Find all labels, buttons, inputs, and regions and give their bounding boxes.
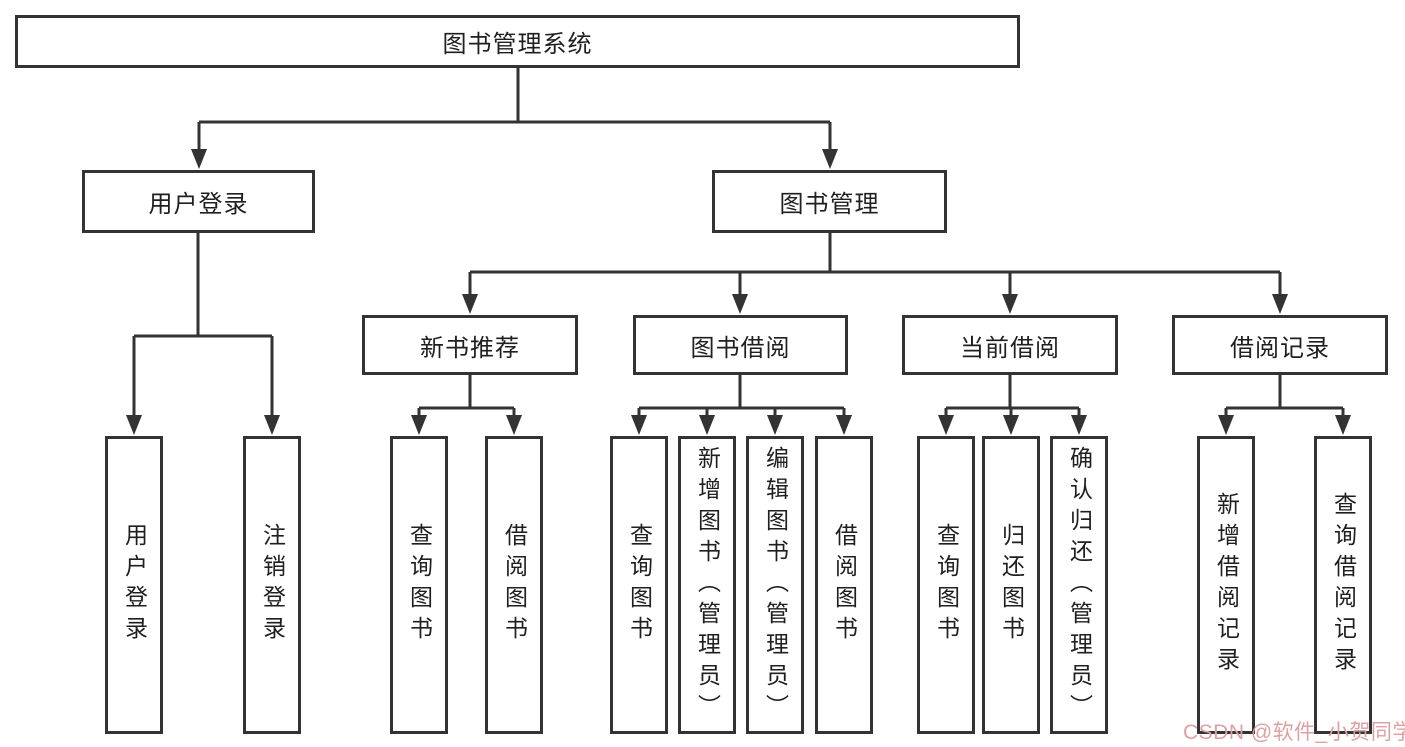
leaf-user-login-label: 用户登录 <box>121 523 148 647</box>
leaf-query-borrow-record: 查询借阅记录 <box>1314 436 1372 734</box>
leaf-user-login: 用户登录 <box>105 436 163 734</box>
node-borrowing-records: 借阅记录 <box>1172 315 1388 375</box>
leaf-edit-books-admin: 编辑图书（管理员） <box>746 436 804 734</box>
leaf-edit-books-admin-label: 编辑图书（管理员） <box>762 445 789 725</box>
leaf-query-books-3-label: 查询图书 <box>933 523 960 647</box>
leaf-borrow-books-1: 借阅图书 <box>485 436 543 734</box>
leaf-query-books-3: 查询图书 <box>917 436 975 734</box>
leaf-return-books: 归还图书 <box>982 436 1040 734</box>
node-book-management: 图书管理 <box>712 170 947 233</box>
leaf-query-books-1: 查询图书 <box>390 436 448 734</box>
node-book-borrowing: 图书借阅 <box>633 315 848 375</box>
leaf-query-books-2-label: 查询图书 <box>626 523 653 647</box>
leaf-logout-label: 注销登录 <box>259 523 286 647</box>
leaf-query-books-1-label: 查询图书 <box>406 523 433 647</box>
node-user-login: 用户登录 <box>82 170 315 233</box>
node-current-borrowing: 当前借阅 <box>902 315 1118 375</box>
leaf-add-books-admin: 新增图书（管理员） <box>678 436 736 734</box>
leaf-confirm-return-admin: 确认归还（管理员） <box>1050 436 1108 734</box>
leaf-query-books-2: 查询图书 <box>610 436 668 734</box>
node-new-book-recommend: 新书推荐 <box>362 315 578 375</box>
leaf-logout: 注销登录 <box>243 436 301 734</box>
leaf-query-borrow-record-label: 查询借阅记录 <box>1330 492 1357 678</box>
leaf-confirm-return-admin-label: 确认归还（管理员） <box>1066 445 1093 725</box>
csdn-watermark: CSDN @软件_小贺同学 <box>1183 721 1405 744</box>
leaf-add-books-admin-label: 新增图书（管理员） <box>694 445 721 725</box>
arrowheads <box>126 149 1351 435</box>
node-root-system: 图书管理系统 <box>15 15 1020 68</box>
leaf-borrow-books-2: 借阅图书 <box>815 436 873 734</box>
leaf-borrow-books-1-label: 借阅图书 <box>501 523 528 647</box>
leaf-add-borrow-record: 新增借阅记录 <box>1197 436 1255 734</box>
leaf-add-borrow-record-label: 新增借阅记录 <box>1213 492 1240 678</box>
leaf-return-books-label: 归还图书 <box>998 523 1025 647</box>
leaf-borrow-books-2-label: 借阅图书 <box>831 523 858 647</box>
